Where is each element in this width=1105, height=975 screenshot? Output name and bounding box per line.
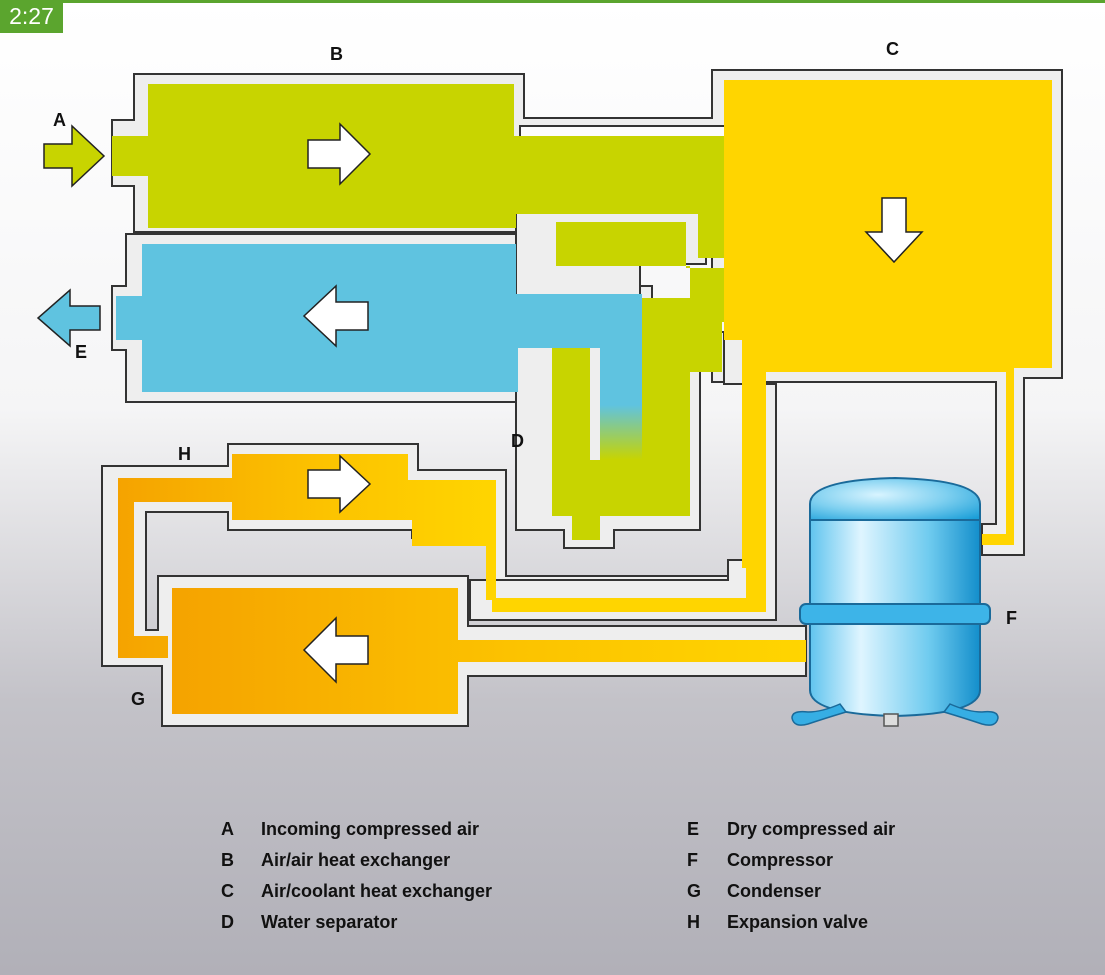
callout-e: E: [75, 342, 87, 362]
legend-text: Expansion valve: [727, 912, 869, 932]
arrow-b-icon: [307, 122, 372, 186]
callout-c: C: [886, 39, 899, 59]
compressor-drain: [883, 713, 899, 727]
compressor-band: [799, 603, 991, 625]
legend-key: C: [221, 881, 234, 901]
legend-left: A Incoming compressed air B Air/air heat e…: [221, 819, 601, 943]
expansion-valve-channel: [118, 454, 496, 658]
legend-key: D: [221, 912, 234, 932]
legend-text: Water separator: [261, 912, 398, 932]
legend-key: H: [687, 912, 700, 932]
legend-key: F: [687, 850, 698, 870]
legend-key: E: [687, 819, 700, 839]
callout-b: B: [330, 44, 343, 64]
coolant-block: [726, 186, 832, 264]
legend-item: A Incoming compressed air: [221, 819, 601, 850]
arrow-h-icon: [307, 454, 372, 514]
arrow-e-inner-icon: [302, 284, 369, 348]
legend-text: Incoming compressed air: [261, 819, 480, 839]
callout-h: H: [178, 444, 191, 464]
legend-item: G Condenser: [687, 881, 1067, 912]
legend-item: B Air/air heat exchanger: [221, 850, 601, 881]
separator-transition: [600, 360, 642, 460]
compressor-foot-left: [791, 703, 848, 726]
legend-key: B: [221, 850, 234, 870]
dry-air-channel: [116, 244, 642, 460]
legend-text: Air/coolant heat exchanger: [261, 881, 493, 901]
legend-item: C Air/coolant heat exchanger: [221, 881, 601, 912]
condenser-channel: [172, 588, 806, 714]
callout-g: G: [131, 689, 145, 709]
compressor-tank: [791, 476, 999, 727]
legend-text: Compressor: [727, 850, 834, 870]
legend-item: E Dry compressed air: [687, 819, 1067, 850]
legend-item: H Expansion valve: [687, 912, 1067, 943]
legend-key: A: [221, 819, 234, 839]
arrow-a-icon: [43, 124, 106, 188]
arrow-c-icon: [864, 197, 924, 264]
legend-right: E Dry compressed air F Compressor G Condens…: [687, 819, 1067, 943]
callout-f: F: [1006, 608, 1017, 628]
arrow-e-icon: [36, 288, 101, 348]
legend-text: Condenser: [727, 881, 822, 901]
legend-key: G: [687, 881, 702, 901]
coolant-channel: [492, 80, 1052, 612]
incoming-air-channel: [112, 84, 942, 540]
legend-item: F Compressor: [687, 850, 1067, 881]
callout-a: A: [53, 110, 66, 130]
compressor-foot-right: [942, 703, 999, 726]
top-rule: [0, 0, 1105, 3]
flow-arrows: [36, 122, 924, 684]
callout-d: D: [511, 431, 524, 451]
legend-text: Dry compressed air: [727, 819, 896, 839]
arrow-g-icon: [302, 616, 369, 684]
legend-item: D Water separator: [221, 912, 601, 943]
compressor-dome: [809, 476, 981, 521]
figure-number-badge: 2:27: [0, 0, 63, 33]
legend-text: Air/air heat exchanger: [261, 850, 451, 870]
